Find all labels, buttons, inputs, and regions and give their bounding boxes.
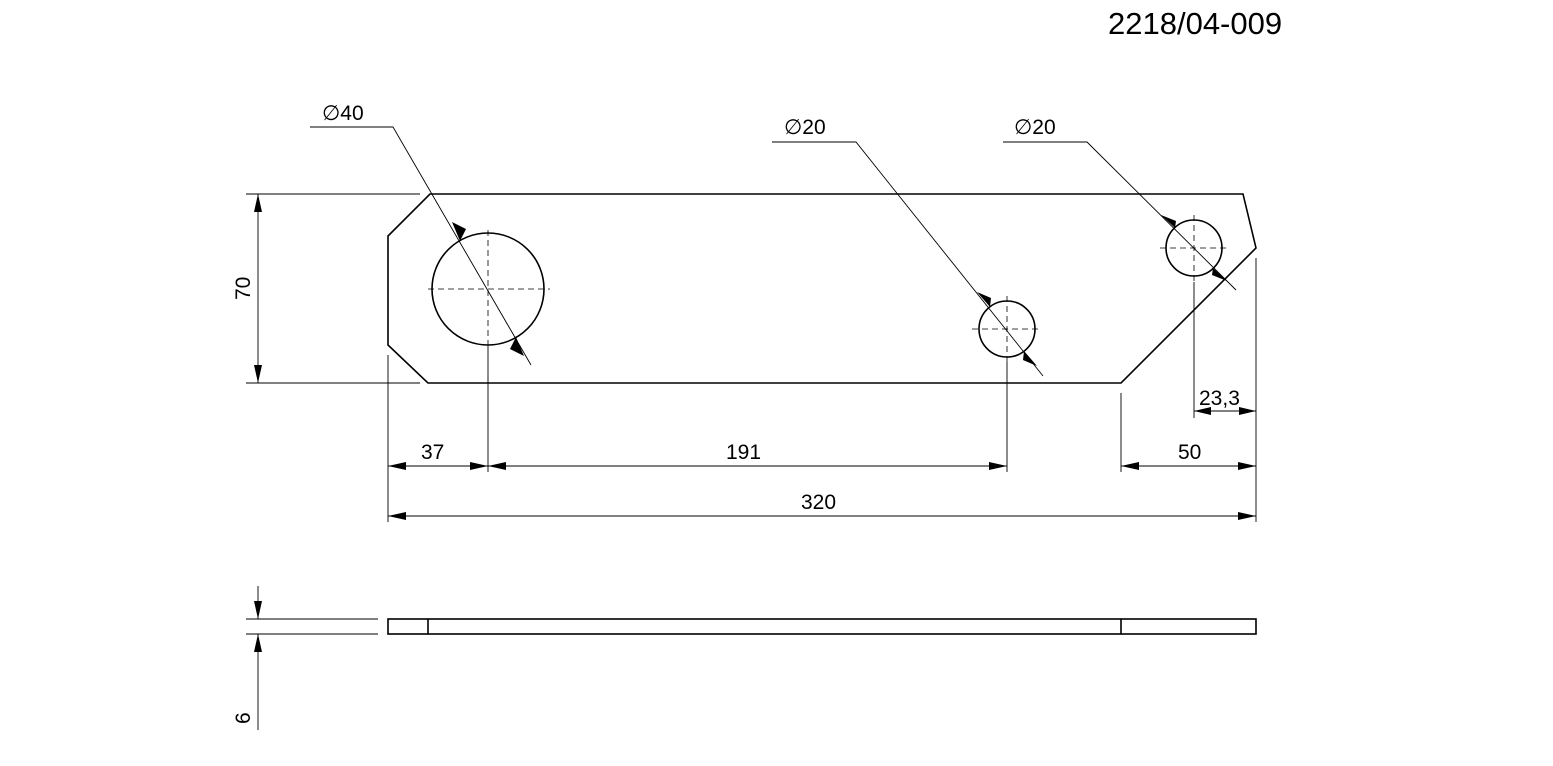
dim-thickness-arrow-top: [254, 601, 262, 619]
dim-thickness: 6: [232, 712, 255, 724]
dim-37-arrow-right: [470, 462, 488, 470]
dim-23-arrow-right: [1239, 407, 1256, 415]
dim-hole-small-1: ∅20: [784, 116, 826, 139]
dim-320-arrow-right: [1238, 512, 1256, 520]
dim-overall-length: 320: [801, 491, 836, 514]
leader-hole-middle-arrow-bottom: [1023, 351, 1037, 366]
dim-height-arrow-top: [254, 194, 262, 212]
side-view-outline: [387, 618, 1257, 635]
leader-hole-right-arrow-bottom: [1212, 268, 1227, 281]
leader-hole-large-arrow-bottom: [510, 337, 524, 356]
leader-hole-right: [1003, 141, 1237, 291]
dim-191-arrow-right: [989, 462, 1007, 470]
dim-right-hole-offset: 23,3: [1199, 387, 1240, 410]
dim-23-arrow-left: [1194, 407, 1211, 415]
dim-height-arrow-bottom: [254, 365, 262, 383]
dim-37-arrow-left: [388, 462, 406, 470]
dim-hole-spacing: 191: [726, 441, 761, 464]
dim-hole-small-2: ∅20: [1014, 116, 1056, 139]
dim-thickness-arrow-bottom: [254, 634, 262, 652]
dim-50-arrow-right: [1238, 462, 1256, 470]
leader-hole-middle-arrow-top: [977, 292, 991, 307]
side-view: 6: [232, 586, 1257, 730]
top-view: ∅40 ∅20 ∅20 70 37 191: [232, 102, 1257, 522]
dim-hole-large: ∅40: [322, 102, 364, 125]
part-outline: [387, 193, 1257, 384]
dim-50-arrow-left: [1121, 462, 1139, 470]
leader-hole-middle: [772, 141, 1044, 377]
drawing-number: 2218/04-009: [1108, 6, 1282, 41]
leader-hole-large-arrow-top: [452, 222, 466, 241]
dim-chamfer-width: 50: [1178, 441, 1201, 464]
dim-left-offset: 37: [421, 441, 444, 464]
dim-height: 70: [232, 277, 255, 300]
dim-191-arrow-left: [488, 462, 506, 470]
dim-320-arrow-left: [388, 512, 406, 520]
leader-hole-large: [310, 126, 532, 366]
leader-hole-right-arrow-top: [1161, 215, 1176, 228]
